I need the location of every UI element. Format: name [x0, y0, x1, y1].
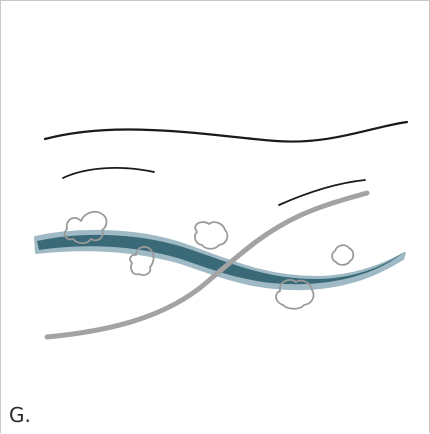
panel-label: G. — [9, 403, 31, 427]
short-black-line-right — [279, 180, 365, 205]
short-black-line-left — [63, 168, 154, 178]
blob-5 — [332, 245, 353, 265]
blob-3 — [195, 222, 227, 249]
long-black-line — [45, 122, 407, 142]
